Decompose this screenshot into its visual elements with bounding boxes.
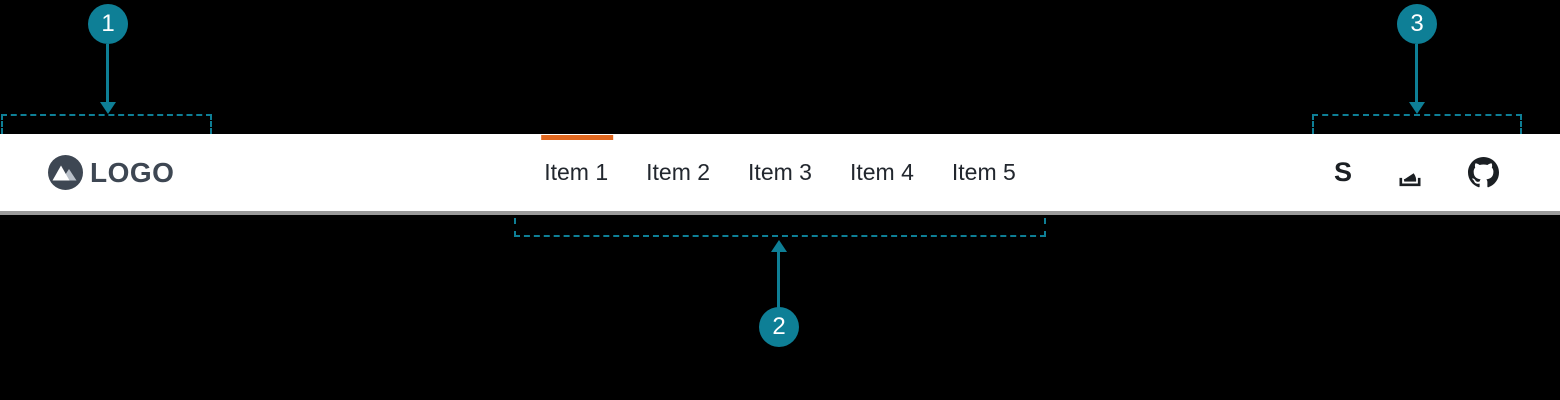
callout-arrow-2 <box>777 252 780 308</box>
callout-badge-1: 1 <box>88 4 128 44</box>
stack-overflow-icon[interactable] <box>1396 159 1424 187</box>
arrow-up-icon <box>771 240 787 252</box>
callout-arrow-1 <box>106 44 109 102</box>
main-menu: Item 1 Item 2 Item 3 Item 4 Item 5 <box>541 134 1016 211</box>
menu-item-1[interactable]: Item 1 <box>541 134 614 211</box>
callout-number: 3 <box>1410 10 1424 37</box>
callout-badge-2: 2 <box>759 307 799 347</box>
arrow-down-icon <box>100 102 116 114</box>
s-glyph: S <box>1333 157 1352 187</box>
menu-item-5[interactable]: Item 5 <box>952 134 1016 211</box>
callout-region-social <box>1312 114 1522 134</box>
social-icons-group: S <box>1334 134 1499 211</box>
stack-exchange-s-icon[interactable]: S <box>1334 159 1352 186</box>
menu-item-label: Item 2 <box>646 159 711 185</box>
callout-number: 1 <box>101 10 115 37</box>
callout-region-logo <box>1 114 212 134</box>
menu-item-2[interactable]: Item 2 <box>646 134 710 211</box>
menu-item-label: Item 4 <box>849 159 914 185</box>
menu-item-label: Item 5 <box>951 159 1016 185</box>
navbar: LOGO Item 1 Item 2 Item 3 Item 4 Item 5 <box>0 134 1560 215</box>
callout-number: 2 <box>772 313 786 340</box>
github-icon[interactable] <box>1468 157 1499 188</box>
logo-text: LOGO <box>90 156 175 188</box>
active-indicator <box>541 135 614 140</box>
menu-item-3[interactable]: Item 3 <box>748 134 812 211</box>
mountain-logo-icon <box>48 155 83 190</box>
callout-badge-3: 3 <box>1397 4 1437 44</box>
logo[interactable]: LOGO <box>48 134 174 211</box>
menu-item-label: Item 1 <box>544 159 609 185</box>
menu-item-label: Item 3 <box>748 159 812 185</box>
arrow-down-icon <box>1409 102 1425 114</box>
callout-region-menu <box>514 218 1046 237</box>
menu-item-4[interactable]: Item 4 <box>850 134 914 211</box>
callout-arrow-3 <box>1415 44 1418 102</box>
